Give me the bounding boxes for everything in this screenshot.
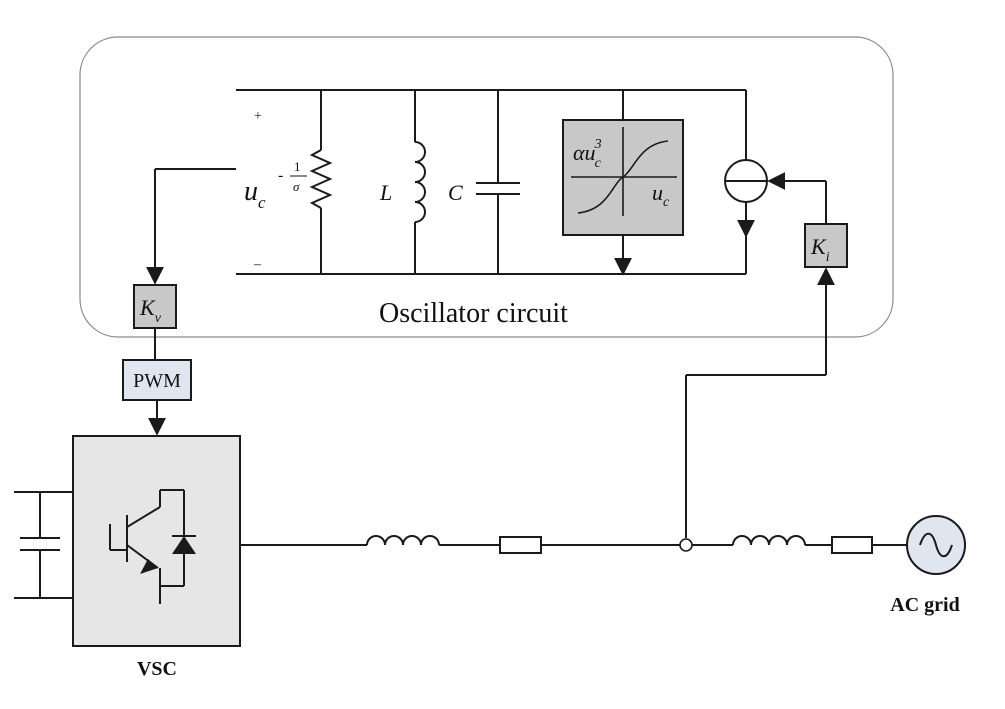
ac-source-icon xyxy=(906,515,966,575)
line-resistor-2 xyxy=(831,536,873,554)
voltage-label: uc xyxy=(244,176,266,212)
capacitor xyxy=(476,90,520,274)
capacitor-label: C xyxy=(448,180,463,205)
vsc-label: VSC xyxy=(137,658,177,680)
conductance-sign: - xyxy=(278,167,283,184)
svg-text:Kv: Kv xyxy=(139,295,162,326)
inductor xyxy=(414,90,426,274)
line-inductor-1 xyxy=(366,535,440,546)
plus-sign: + xyxy=(254,109,262,124)
nonlinear-element xyxy=(562,90,684,276)
svg-text:Ki: Ki xyxy=(810,234,830,265)
inductor-label: L xyxy=(379,180,392,205)
ac-grid-label: AC grid xyxy=(890,594,959,616)
minus-sign: – xyxy=(253,257,262,272)
conductance-numerator: 1 xyxy=(294,159,301,174)
line-resistor-1 xyxy=(499,536,542,554)
svg-text:PWM: PWM xyxy=(133,370,181,392)
measurement-node xyxy=(679,538,693,552)
pwm-block: PWM xyxy=(122,359,192,401)
current-source xyxy=(724,90,768,274)
negative-resistor xyxy=(309,90,333,274)
dc-link-capacitor xyxy=(14,491,73,599)
line-inductor-2 xyxy=(732,535,806,546)
nonlinear-axis-label: uc xyxy=(652,180,670,210)
vsc-block xyxy=(72,435,241,647)
oscillator-title: Oscillator circuit xyxy=(379,298,568,329)
voltage-gain-block: Kv xyxy=(133,284,177,329)
conductance-denominator: σ xyxy=(293,179,300,194)
current-gain-block: Ki xyxy=(804,223,848,268)
oscillator-container xyxy=(79,36,894,338)
